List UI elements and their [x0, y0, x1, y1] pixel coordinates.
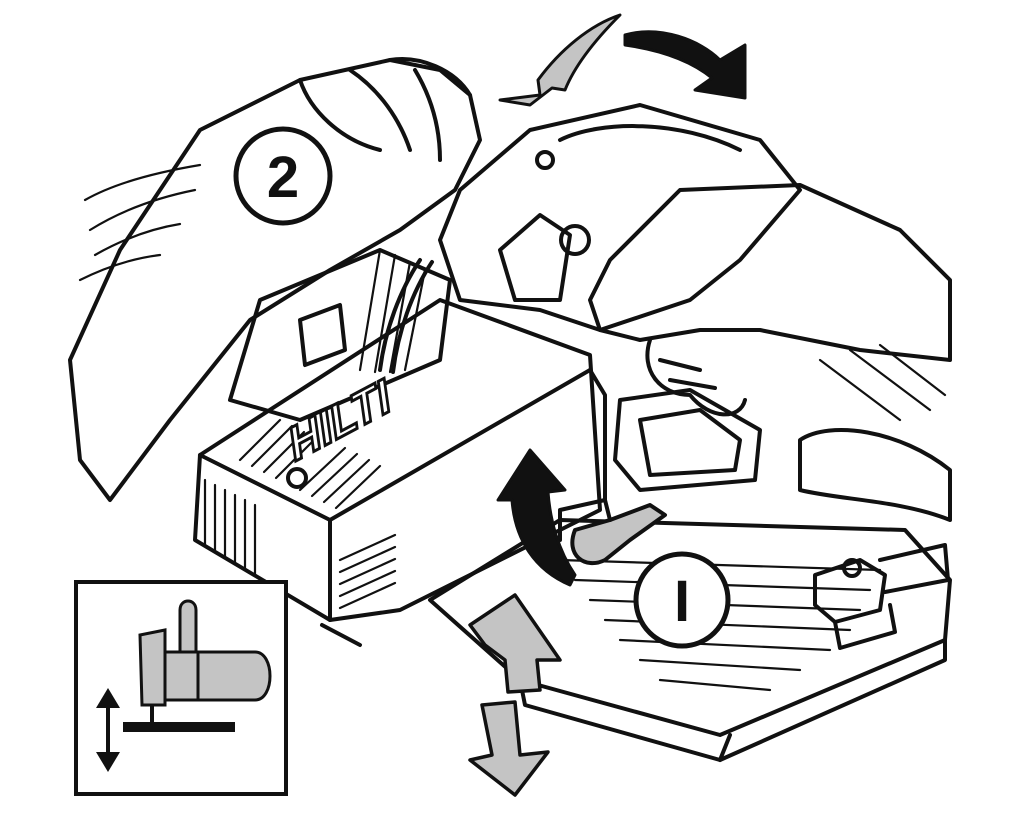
step-1-marker: I — [633, 551, 731, 649]
step-1-label: I — [674, 569, 690, 634]
down-arrow-icon — [468, 700, 550, 797]
curved-arrow-icon — [498, 13, 622, 107]
depth-adjust-icon — [96, 599, 272, 772]
step-2-label: 2 — [267, 145, 299, 210]
depth-lever — [570, 503, 667, 566]
curved-arrow-icon — [496, 448, 577, 587]
step-2-marker: 2 — [233, 126, 333, 226]
curved-arrow-icon — [623, 30, 747, 100]
up-arrow-icon — [468, 593, 562, 694]
brand-logo: HILTI — [287, 367, 393, 473]
rear-hand — [68, 57, 482, 502]
depth-adjust-inset — [74, 580, 288, 796]
